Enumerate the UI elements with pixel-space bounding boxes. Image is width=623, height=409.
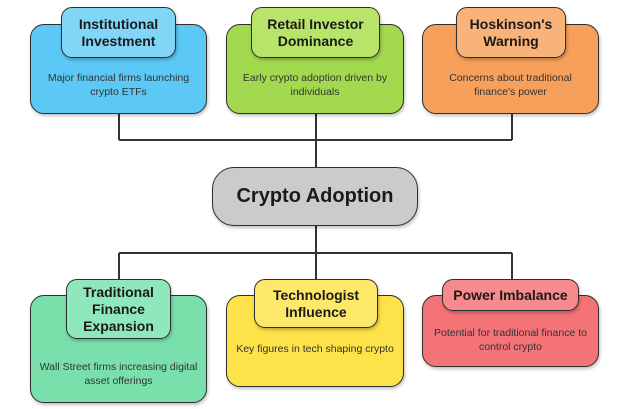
power-imbalance-title: Power Imbalance	[442, 279, 579, 311]
traditional-finance-expansion-description: Wall Street firms increasing digital ass…	[39, 361, 198, 387]
technologist-influence-description: Key figures in tech shaping crypto	[236, 343, 394, 355]
retail-investor-dominance-title: Retail Investor Dominance	[251, 7, 380, 58]
institutional-investment-title: Institutional Investment	[61, 7, 176, 58]
hoskinsons-warning-title: Hoskinson's Warning	[456, 7, 566, 58]
power-imbalance-description: Potential for traditional finance to con…	[434, 327, 587, 353]
crypto-adoption-node: Crypto Adoption	[212, 167, 418, 226]
institutional-investment-description: Major financial firms launching crypto E…	[47, 72, 190, 98]
technologist-influence-title: Technologist Influence	[254, 279, 378, 328]
retail-investor-dominance-description: Early crypto adoption driven by individu…	[242, 72, 388, 98]
traditional-finance-expansion-title: Traditional Finance Expansion	[66, 279, 171, 339]
traditional-finance-expansion-card: Wall Street firms increasing digital ass…	[30, 295, 207, 403]
hoskinsons-warning-description: Concerns about traditional finance's pow…	[449, 72, 572, 98]
